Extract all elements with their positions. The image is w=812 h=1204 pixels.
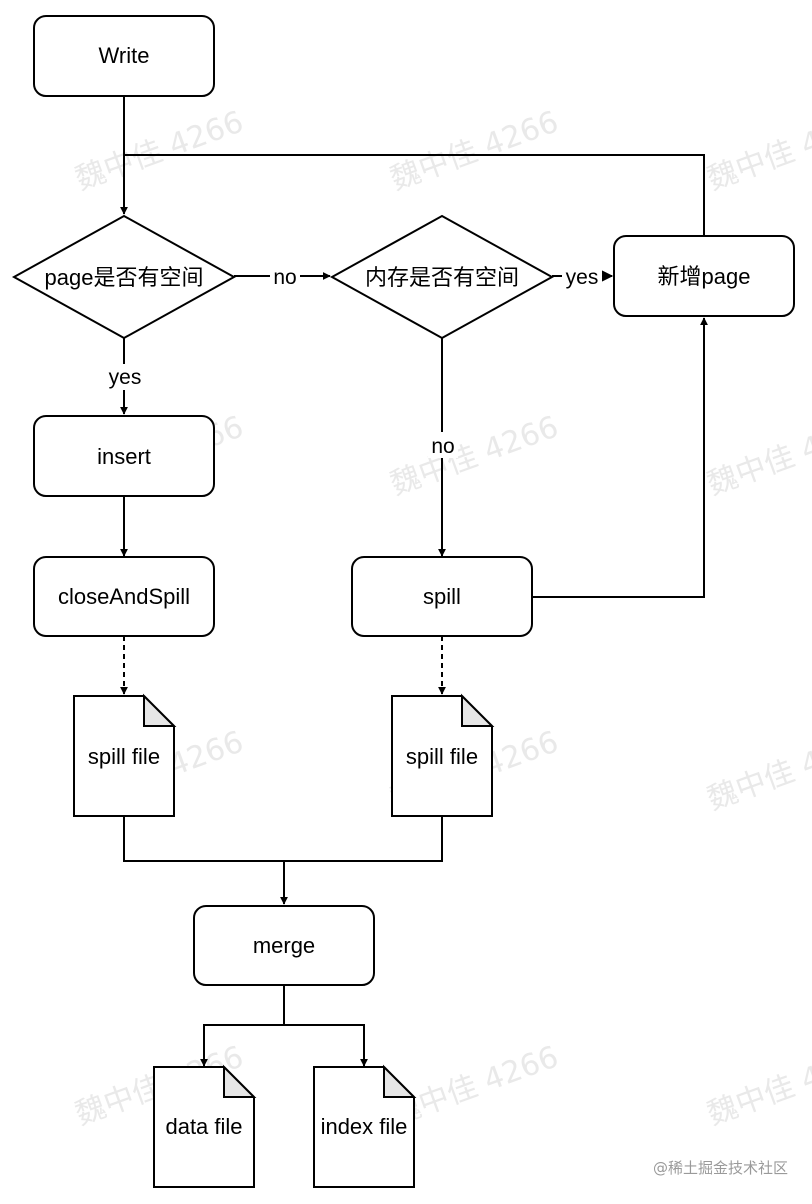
new-page-label: 新增page	[658, 264, 751, 289]
index-file-document: index file	[313, 1064, 417, 1188]
spill-file-right-document: spill file	[391, 693, 495, 817]
spill-file-right-label: spill file	[406, 744, 478, 769]
write-label: Write	[99, 43, 150, 68]
svg-text:yes: yes	[566, 266, 599, 289]
memory-check-label: 内存是否有空间	[365, 265, 519, 290]
insert-node: insert	[33, 415, 215, 497]
spill-label: spill	[423, 584, 461, 609]
page-check-decision: page是否有空间	[11, 214, 237, 340]
watermark: 魏中佳 4266	[703, 409, 812, 502]
new-page-node: 新增page	[613, 235, 795, 317]
watermark: 魏中佳 4266	[386, 104, 563, 197]
edge-label-memory-no: no	[428, 432, 458, 458]
memory-check-decision: 内存是否有空间	[329, 214, 555, 340]
svg-text:no: no	[273, 266, 296, 289]
insert-label: insert	[97, 444, 151, 469]
edge-label-page-yes: yes	[104, 364, 146, 390]
spill-file-left-document: spill file	[73, 693, 177, 817]
merge-node: merge	[193, 905, 375, 986]
edge-merge-to-data-file	[203, 1024, 365, 1066]
edge-label-memory-yes: yes	[562, 263, 602, 289]
watermark: 魏中佳 4266	[386, 409, 563, 502]
svg-text:yes: yes	[109, 366, 142, 389]
data-file-label: data file	[165, 1114, 242, 1139]
watermark: 魏中佳 4266	[703, 1039, 812, 1132]
svg-text:no: no	[431, 435, 454, 458]
edge-spill-files-join	[123, 816, 443, 862]
edge-label-page-no: no	[270, 263, 300, 289]
watermark: 魏中佳 4266	[703, 104, 812, 197]
data-file-document: data file	[153, 1064, 257, 1188]
write-node: Write	[33, 15, 215, 97]
merge-label: merge	[253, 933, 315, 958]
edge-new-page-loop	[124, 154, 705, 236]
spill-file-left-label: spill file	[88, 744, 160, 769]
page-check-label: page是否有空间	[45, 265, 204, 290]
index-file-label: index file	[321, 1114, 408, 1139]
watermark: 魏中佳 4266	[703, 724, 812, 817]
close-and-spill-label: closeAndSpill	[58, 584, 190, 609]
watermark: 魏中佳 4266	[71, 104, 248, 197]
close-and-spill-node: closeAndSpill	[33, 556, 215, 637]
spill-node: spill	[351, 556, 533, 637]
edge-spill-to-new-page	[532, 317, 708, 598]
source-credit: @稀土掘金技术社区	[652, 1159, 788, 1177]
